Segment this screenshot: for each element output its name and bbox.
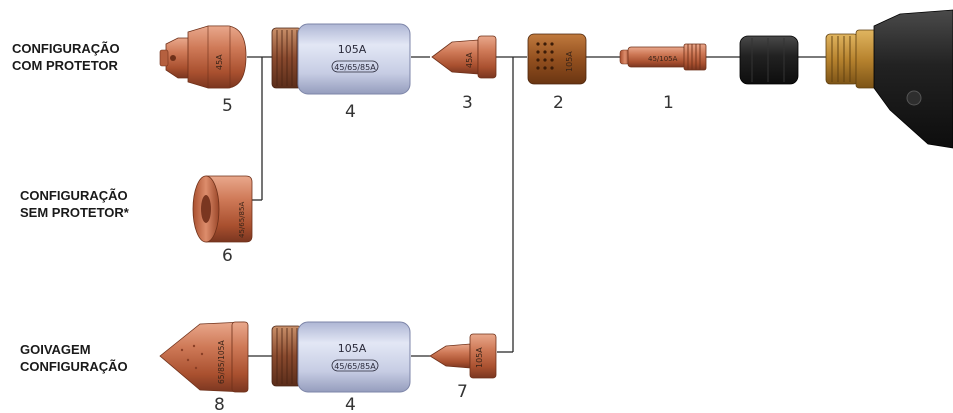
- part-number-1: 1: [663, 93, 674, 113]
- label-without-shield: CONFIGURAÇÃO SEM PROTETOR*: [20, 188, 131, 220]
- part-number-3: 3: [462, 93, 473, 113]
- svg-text:65/85/105A: 65/85/105A: [217, 340, 226, 384]
- part-gouging-shield: 65/85/105A: [159, 321, 249, 393]
- svg-text:45/65/85A: 45/65/85A: [238, 202, 246, 238]
- part-electrode: 45/105A: [619, 43, 707, 71]
- svg-text:105A: 105A: [475, 347, 484, 368]
- part-number-7: 7: [457, 382, 468, 402]
- svg-text:45/65/85A: 45/65/85A: [334, 63, 376, 72]
- part-number-2: 2: [553, 93, 564, 113]
- label-with-shield: CONFIGURAÇÃO COM PROTETOR: [12, 41, 123, 73]
- svg-text:105A: 105A: [338, 342, 367, 355]
- part-swirl-ring: 105A: [527, 33, 587, 85]
- svg-text:105A: 105A: [338, 43, 367, 56]
- part-gouging-nozzle: 105A: [429, 333, 497, 379]
- svg-text:45/105A: 45/105A: [648, 55, 678, 63]
- svg-text:45A: 45A: [215, 54, 224, 70]
- part-isolator-ring: [739, 35, 799, 85]
- part-number-6: 6: [222, 246, 233, 266]
- connector-lines: [247, 56, 826, 357]
- part-number-4-top: 4: [345, 102, 356, 122]
- part-number-8: 8: [214, 395, 225, 413]
- part-torch-head: [825, 9, 953, 149]
- svg-text:45A: 45A: [465, 52, 474, 68]
- part-retaining-cap-top: 105A 45/65/85A: [271, 23, 411, 95]
- part-number-4-bottom: 4: [345, 395, 356, 413]
- part-number-5: 5: [222, 96, 233, 116]
- svg-text:45/65/85A: 45/65/85A: [334, 362, 376, 371]
- svg-text:105A: 105A: [565, 51, 574, 72]
- label-gouging: GOIVAGEM CONFIGURAÇÃO: [20, 342, 128, 374]
- part-shield: 45A: [159, 25, 247, 89]
- part-deflector: 45/65/85A: [192, 175, 253, 243]
- part-retaining-cap-bottom: 105A 45/65/85A: [271, 321, 411, 393]
- part-nozzle: 45A: [431, 35, 497, 79]
